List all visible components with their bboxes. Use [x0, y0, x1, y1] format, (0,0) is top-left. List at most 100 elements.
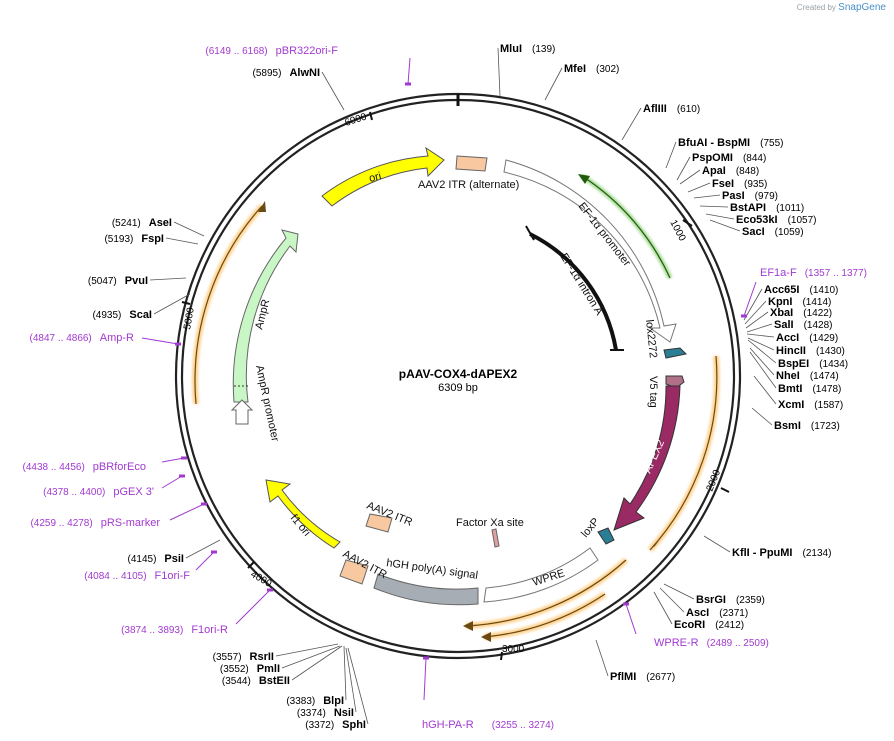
restriction-sites: MluI(139)MfeI(302)AflIII(610)BfuAI - Bsp… — [88, 43, 848, 731]
site-position: (3372) — [305, 720, 334, 731]
snapgene-credit: Created by SnapGene — [797, 2, 886, 13]
site-position: (1414) — [802, 297, 831, 308]
site-leader-line — [653, 591, 673, 625]
site-name: BsmI — [774, 420, 801, 432]
site-name: SalI — [774, 319, 794, 331]
site-leader-line — [321, 71, 345, 111]
site-leader-line — [595, 639, 609, 677]
site-position: (610) — [677, 104, 700, 115]
primer-name: pBR322ori-F — [276, 45, 339, 57]
site-name: AlwNI — [289, 67, 320, 79]
site-name: RsrII — [250, 651, 274, 663]
site-position: (3544) — [222, 676, 251, 687]
site-leaders — [149, 47, 777, 725]
site-name: MfeI — [564, 63, 586, 75]
primer-leader — [625, 603, 637, 635]
site-name: BstEII — [259, 675, 290, 687]
primer-range: (4259 .. 4278) — [30, 518, 92, 529]
primer-leader — [161, 457, 185, 463]
site-name: BfuAI - BspMI — [678, 137, 750, 149]
site-position: (2134) — [803, 548, 832, 559]
site-name: Eco53kI — [736, 214, 778, 226]
factor-xa-label: Factor Xa site — [456, 517, 524, 529]
ef1a-intron-feature — [529, 232, 618, 351]
site-position: (5047) — [88, 276, 117, 287]
site-position: (1587) — [814, 400, 843, 411]
primer-leader — [423, 657, 427, 701]
primer-range: (3874 .. 3893) — [121, 625, 183, 636]
site-position: (755) — [760, 138, 783, 149]
site-name: NsiI — [334, 707, 354, 719]
site-leader-line — [621, 107, 642, 141]
primer-leader — [195, 551, 215, 571]
site-leader-line — [345, 647, 357, 713]
site-name: PvuI — [125, 275, 148, 287]
site-leader-line — [749, 351, 777, 389]
site-leader-line — [275, 643, 339, 657]
site-position: (1410) — [809, 285, 838, 296]
site-leader-line — [746, 323, 773, 333]
site-leader-line — [665, 141, 677, 169]
orf-arrow-bottom-2-core — [483, 593, 606, 638]
site-name: BlpI — [323, 695, 344, 707]
site-name: NheI — [776, 370, 800, 382]
site-position: (2359) — [736, 595, 765, 606]
site-name: Acc65I — [764, 284, 799, 296]
site-leader-line — [745, 311, 769, 329]
site-position: (3557) — [213, 652, 242, 663]
site-position: (2412) — [715, 620, 744, 631]
ampr-promoter-feature — [230, 399, 254, 425]
primer-leader — [169, 503, 205, 521]
site-leader-line — [497, 47, 501, 97]
tick-mark — [720, 487, 730, 493]
site-position: (139) — [532, 44, 555, 55]
v5-tag-box — [665, 375, 685, 389]
primer-leader — [743, 281, 757, 317]
lox2272-box — [663, 347, 688, 359]
primer-name: hGH-PA-R — [422, 719, 474, 731]
primer-range: (3255 .. 3274) — [492, 720, 554, 731]
site-leader-line — [173, 221, 205, 237]
plasmid-length: 6309 bp — [438, 382, 478, 394]
primer-name: EF1a-F — [760, 267, 797, 279]
ef1a-arrow-core — [581, 175, 671, 279]
primer-name: F1ori-R — [191, 624, 228, 636]
site-leader-line — [663, 583, 695, 600]
site-name: BsrGI — [696, 594, 726, 606]
site-position: (1474) — [810, 371, 839, 382]
site-position: (1059) — [775, 227, 804, 238]
site-leader-line — [343, 645, 347, 701]
site-position: (5193) — [104, 234, 133, 245]
site-name: KpnI — [768, 296, 792, 308]
site-name: AscI — [686, 607, 709, 619]
primer-name: pRS-marker — [101, 517, 161, 529]
primer-name: pGEX 3' — [113, 486, 154, 498]
site-name: FseI — [712, 178, 734, 190]
primer-name: Amp-R — [100, 332, 134, 344]
site-leader-line — [753, 375, 777, 405]
site-name: EcoRI — [674, 619, 705, 631]
site-name: PsiI — [164, 553, 184, 565]
site-position: (1057) — [788, 215, 817, 226]
tick-label: 5000 — [182, 306, 197, 330]
site-leader-line — [703, 535, 731, 553]
site-name: KflI - PpuMI — [732, 547, 793, 559]
primer-name: WPRE-R — [654, 637, 699, 649]
site-leader-line — [659, 587, 685, 613]
site-position: (979) — [755, 191, 778, 202]
site-position: (5241) — [112, 218, 141, 229]
site-leader-line — [347, 647, 369, 725]
ef1a-intron-end1 — [525, 225, 535, 241]
orf-arrowhead-1 — [647, 541, 659, 556]
loxp-box — [597, 527, 615, 545]
site-leader-line — [747, 337, 775, 351]
primer-range: (4378 .. 4400) — [43, 487, 105, 498]
tick-mark — [682, 219, 693, 227]
primer-range: (4438 .. 4456) — [23, 462, 85, 473]
site-leader-line — [679, 169, 701, 185]
ori-feature — [321, 146, 445, 207]
primer-range: (2489 .. 2509) — [707, 638, 769, 649]
site-position: (1723) — [811, 421, 840, 432]
site-position: (935) — [744, 179, 767, 190]
